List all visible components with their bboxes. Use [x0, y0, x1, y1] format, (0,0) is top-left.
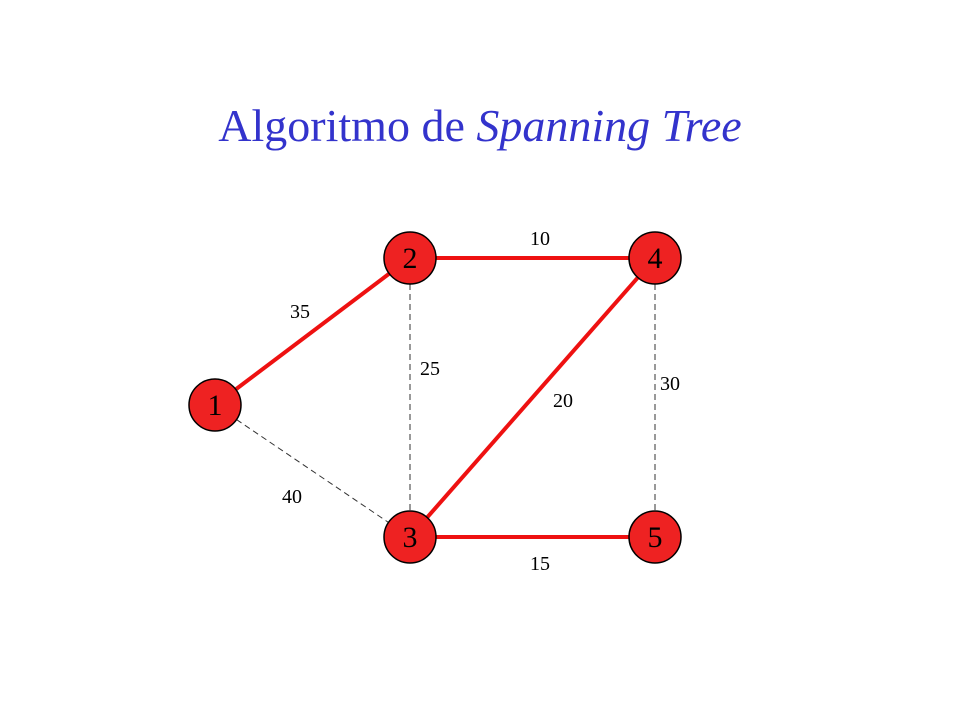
- node-3: 3: [383, 510, 437, 564]
- node-circle-3: [383, 510, 437, 564]
- title-italic: Spanning Tree: [476, 100, 742, 151]
- edge-1-2: [234, 272, 391, 391]
- edge-weight-1-2: 35: [290, 301, 310, 323]
- node-4: 4: [628, 231, 682, 285]
- node-circle-1: [188, 378, 242, 432]
- node-2: 2: [383, 231, 437, 285]
- node-label-5: 5: [648, 521, 663, 554]
- edge-weight-2-4: 10: [530, 228, 550, 250]
- node-1: 1: [188, 378, 242, 432]
- edge-weight-2-3: 25: [420, 358, 440, 380]
- node-label-2: 2: [403, 242, 418, 275]
- edge-1-3: [236, 419, 389, 523]
- node-5: 5: [628, 510, 682, 564]
- edges-layer: [234, 256, 656, 539]
- title-main: Algoritmo de: [218, 100, 465, 151]
- node-label-1: 1: [208, 389, 223, 422]
- node-circle-2: [383, 231, 437, 285]
- node-label-3: 3: [403, 521, 418, 554]
- edge-weight-1-3: 40: [282, 486, 302, 508]
- node-label-4: 4: [648, 242, 663, 275]
- edge-weight-3-4: 20: [553, 390, 573, 412]
- edge-weight-4-5: 30: [660, 373, 680, 395]
- node-circle-4: [628, 231, 682, 285]
- nodes-layer: 1 2 3 4 5: [188, 231, 682, 564]
- page-title: Algoritmo de Spanning Tree: [0, 96, 960, 156]
- edge-weight-3-5: 15: [530, 553, 550, 575]
- node-circle-5: [628, 510, 682, 564]
- edge-3-4: [425, 276, 640, 519]
